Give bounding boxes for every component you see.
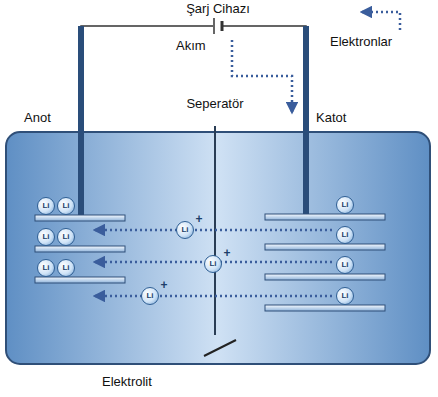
lithium-atom: Li bbox=[336, 256, 354, 274]
lithium-ion: Li bbox=[204, 255, 222, 273]
charger-symbol bbox=[221, 21, 224, 31]
anode-rod bbox=[78, 26, 84, 216]
battery-housing bbox=[6, 132, 430, 364]
lithium-atom: Li bbox=[37, 259, 55, 277]
lithium-atom: Li bbox=[37, 197, 55, 215]
wire bbox=[81, 26, 306, 135]
ion-arrow bbox=[95, 230, 332, 296]
anode-plate bbox=[35, 215, 125, 283]
anode-label: Anot bbox=[24, 110, 51, 125]
current-label: Akım bbox=[176, 38, 206, 53]
lithium-atom: Li bbox=[336, 196, 354, 214]
lithium-atom: Li bbox=[57, 259, 75, 277]
electron-arrow bbox=[362, 12, 400, 30]
charge-sign: + bbox=[223, 247, 230, 259]
lithium-atom: Li bbox=[336, 287, 354, 305]
lithium-atom: Li bbox=[57, 197, 75, 215]
lithium-atom: Li bbox=[336, 226, 354, 244]
leader-line bbox=[204, 340, 236, 356]
charge-sign: + bbox=[160, 279, 167, 291]
lithium-atom: Li bbox=[37, 228, 55, 246]
lithium-ion: Li bbox=[176, 221, 194, 239]
cathode-rod bbox=[303, 26, 309, 215]
charger-symbol bbox=[213, 18, 215, 34]
charger-label: Şarj Cihazı bbox=[186, 1, 250, 16]
separator-label: Seperatör bbox=[186, 96, 243, 111]
cathode-label: Katot bbox=[316, 110, 346, 125]
electrolyte-label: Elektrolit bbox=[102, 374, 152, 389]
lithium-ion: Li bbox=[141, 287, 159, 305]
charge-sign: + bbox=[195, 213, 202, 225]
lithium-atom: Li bbox=[57, 228, 75, 246]
electron-label: Elektronlar bbox=[330, 34, 392, 49]
